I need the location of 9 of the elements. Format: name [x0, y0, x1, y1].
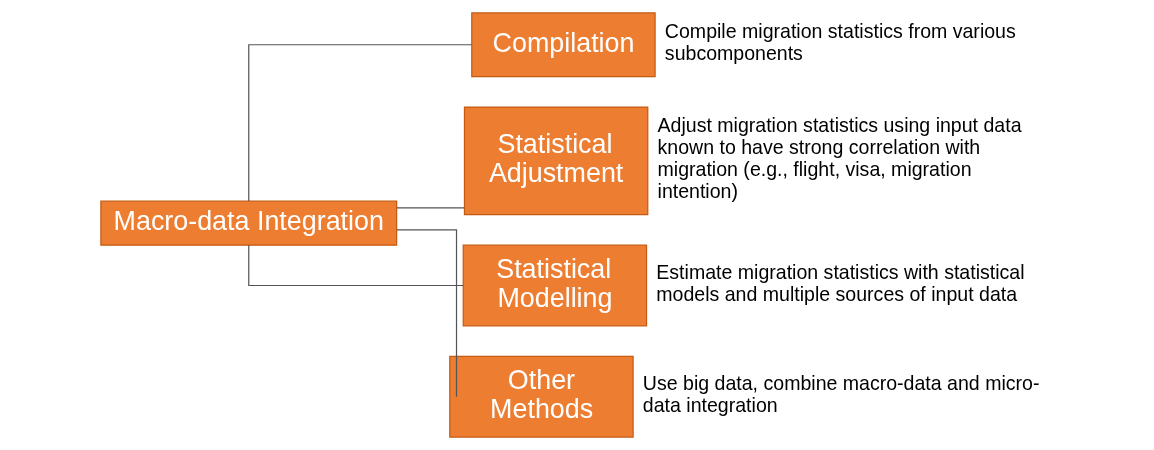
- node-label: Use big data, combine macro-data and micro-data integration: [642, 372, 1039, 417]
- node-label: Adjust migration statistics using input data known to have strong correlation with migration (e.g., flight, visa, migration intention): [657, 114, 1022, 203]
- connector: [247, 244, 464, 287]
- node-label: Estimate migration statistics with statistical models and multiple sources of input data: [655, 261, 1025, 306]
- connector: [247, 44, 472, 202]
- node-label: Compile migration statistics from various subcomponents: [664, 20, 1016, 65]
- node-box: Macro-data Integration: [99, 200, 397, 246]
- connector: [395, 229, 457, 398]
- connector: [395, 207, 465, 209]
